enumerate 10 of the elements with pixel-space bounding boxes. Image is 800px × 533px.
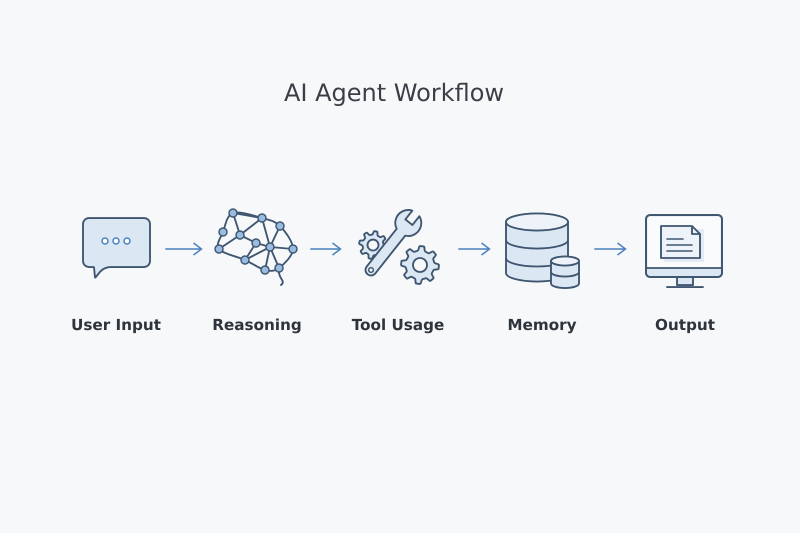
- step-label: Tool Usage: [352, 318, 444, 334]
- step-label: Output: [656, 318, 715, 334]
- step-label: Memory: [508, 318, 576, 334]
- arrow: [594, 242, 627, 256]
- step-label: Reasoning: [214, 318, 300, 334]
- arrow: [458, 242, 491, 256]
- title: AI Agent Workflow: [284, 82, 504, 106]
- arrow: [310, 242, 342, 256]
- arrow: [165, 242, 203, 256]
- step-label: User Input: [72, 318, 161, 334]
